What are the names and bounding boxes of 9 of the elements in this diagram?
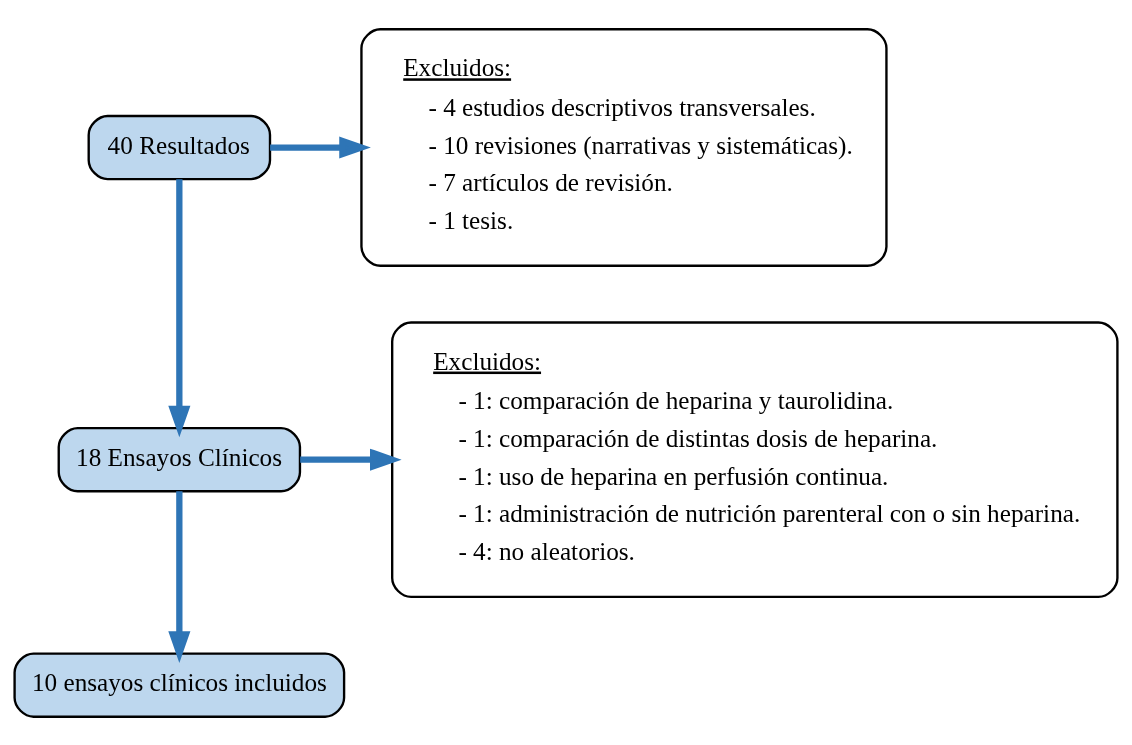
arrow: [300, 448, 402, 471]
arrow: [168, 178, 191, 437]
node-box: 10 ensayos clínicos incluidos: [13, 651, 346, 718]
arrow: [270, 136, 371, 159]
arrow: [168, 490, 191, 663]
node-box: 40 Resultados: [87, 114, 272, 180]
node-box: Excluidos: - 1: comparación de heparina y taurolidina. - 1: comparación de distintas dosis de heparina. - 1: uso de heparina en perfusión continua. - 1: administración de nutrición parenteral con o sin heparina. - 4: no aleatorios.: [391, 320, 1119, 598]
node-box: 18 Ensayos Clínicos: [57, 426, 302, 492]
node-box: Excluidos: - 4 estudios descriptivos transversales. - 10 revisiones (narrativas y sistemáticas). - 7 artículos de revisión. - 1 tesis.: [360, 27, 888, 267]
